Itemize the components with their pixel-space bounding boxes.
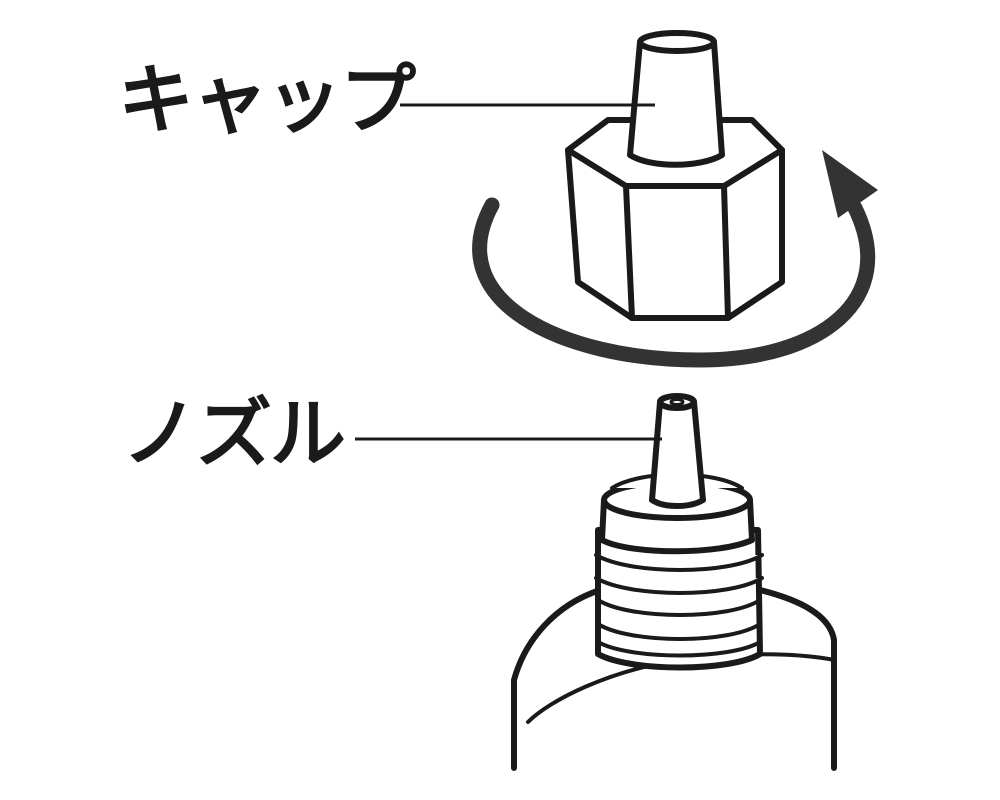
cap-illustration (565, 30, 785, 321)
nozzle-label: ノズル (122, 389, 346, 478)
cap-label: キャップ (118, 55, 416, 144)
rotation-arrow-icon (472, 150, 878, 368)
bottle-illustration (511, 393, 837, 771)
